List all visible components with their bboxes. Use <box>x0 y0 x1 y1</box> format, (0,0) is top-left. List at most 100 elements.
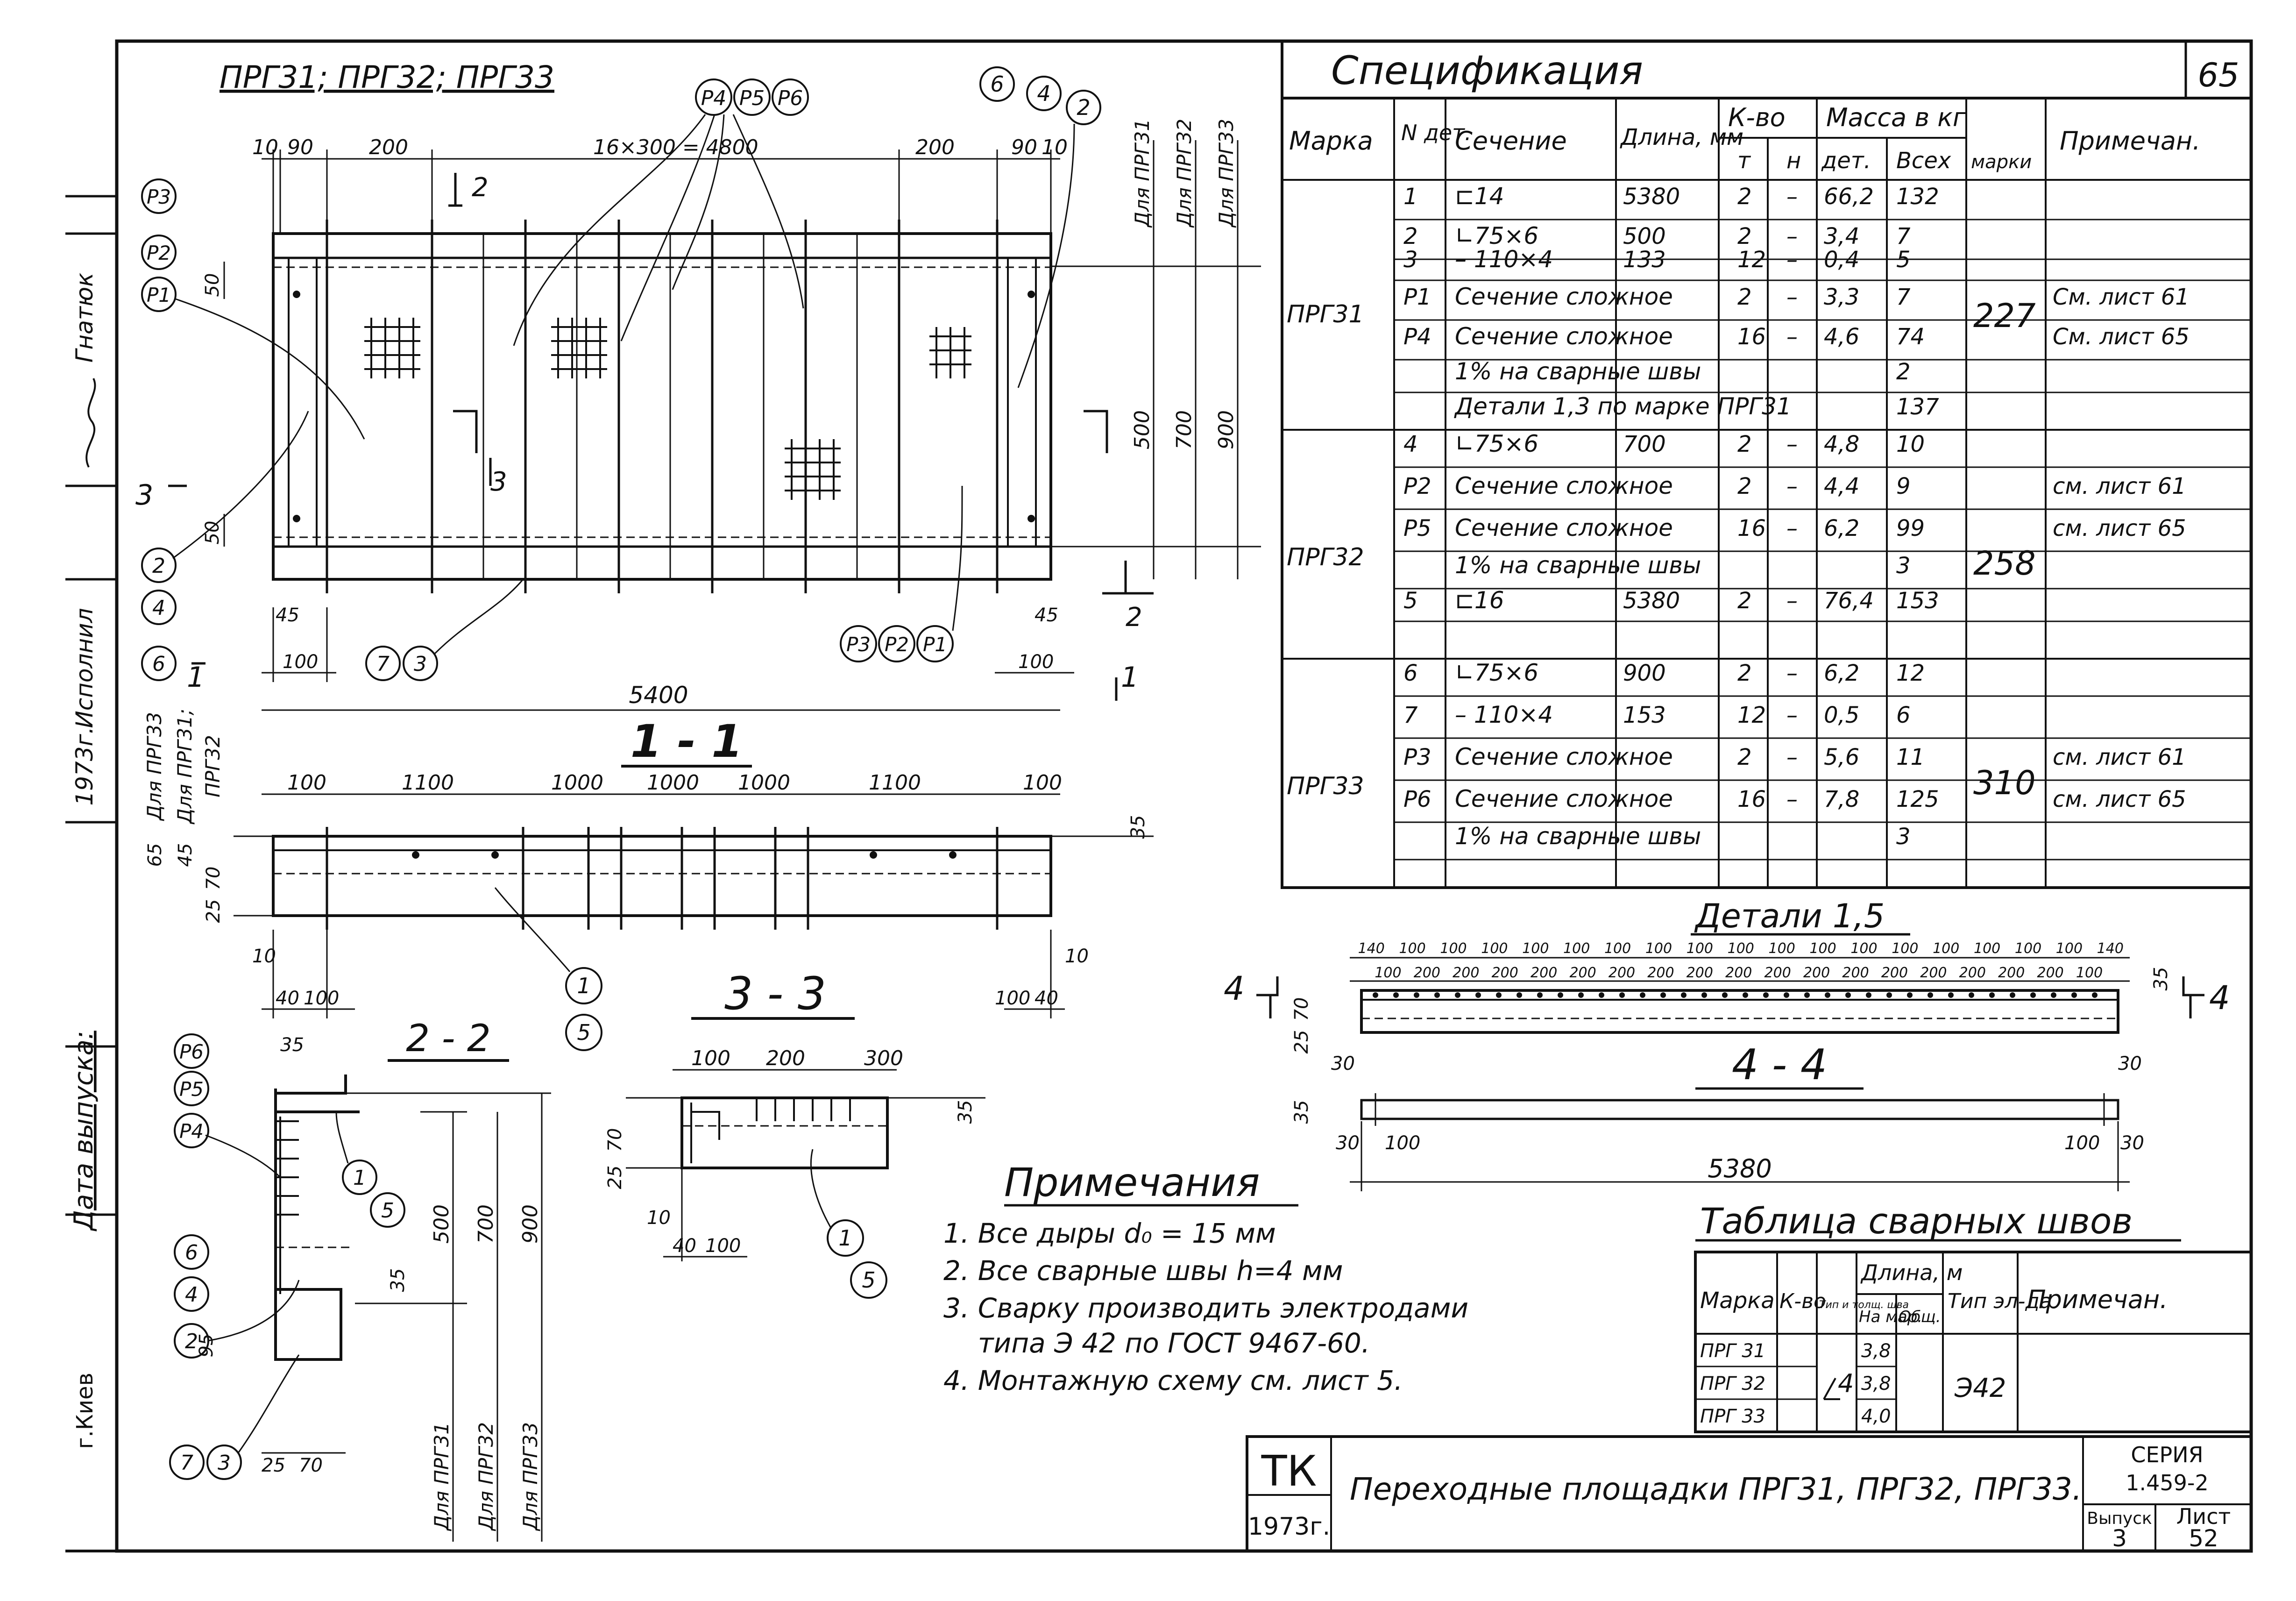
spec-cell-r8-c4: – <box>1786 473 1798 499</box>
spec-cell-r4-c8: См. лист 65 <box>2053 324 2190 350</box>
det-length: 5380 <box>1708 1154 1772 1183</box>
callout-7-plan: 7 <box>376 652 390 676</box>
section-11-title: 1 - 1 <box>631 715 743 768</box>
note-4: 4. Монтажную схему см. лист 5. <box>943 1365 1403 1396</box>
notes: Примечания 1. Все дыры d₀ = 15 мм 2. Все… <box>943 1160 1468 1396</box>
det-section-44: 4 - 4 <box>1732 1040 1827 1089</box>
section-22-title: 2 - 2 <box>406 1017 491 1060</box>
spec-cell-r15-c3: 16 <box>1737 786 1766 812</box>
city-label: г.Киев <box>72 1373 98 1449</box>
det-dim-top-3: 100 <box>1481 940 1508 957</box>
det-dim-top2-18: 100 <box>2076 965 2103 981</box>
s22-dim-95: 95 <box>196 1334 217 1358</box>
s11-dim-45: 45 <box>175 843 196 867</box>
spec-cell-r11-c6: 153 <box>1896 588 1939 614</box>
spec-cell-r15-c6: 125 <box>1896 786 1939 812</box>
spec-cell-r15-c8: см. лист 65 <box>2053 786 2186 812</box>
callout-p3-left: Р3 <box>147 185 171 208</box>
det-dim-top2-5: 200 <box>1569 965 1596 981</box>
det-hole-25 <box>1886 992 1892 998</box>
spec-cell-r3-c5: 3,3 <box>1824 284 1859 310</box>
spec-cell-r3-c8: См. лист 61 <box>2053 284 2190 310</box>
s33-dim-10: 10 <box>647 1207 671 1229</box>
det-dim-top-15: 100 <box>1974 940 2000 957</box>
s22-callout-p6: Р6 <box>179 1040 204 1063</box>
spec-h-kvo: К-во <box>1728 103 1786 132</box>
note-2: 2. Все сварные швы h=4 мм <box>943 1255 1343 1287</box>
s11-dim-7: 100 <box>1023 771 1062 795</box>
spec-cell-r1-c4: – <box>1786 223 1798 249</box>
plan-view: ПРГ31; ПРГ32; ПРГ33 <box>135 59 1261 711</box>
det-bottom-35: 35 <box>1291 1100 1312 1124</box>
callouts-top-right: 6 4 2 <box>979 66 1101 388</box>
det-hole-28 <box>1948 992 1954 998</box>
spec-cell-r2-c1: – 110×4 <box>1455 246 1553 273</box>
spec-cell-r4-c6: 74 <box>1896 324 1925 350</box>
det-dim-70: 70 <box>1291 997 1312 1021</box>
spec-h-prim: Примечан. <box>2060 126 2200 156</box>
det-dim-top2-3: 200 <box>1492 965 1518 981</box>
det-dim-top-10: 100 <box>1769 940 1795 957</box>
spec-cell-r7-c5: 4,8 <box>1824 431 1859 457</box>
det-hole-5 <box>1475 992 1481 998</box>
spec-cell-r4-c3: 16 <box>1737 324 1766 350</box>
weld-row-1-len: 3,8 <box>1861 1340 1891 1362</box>
s22-dim-35-bot: 35 <box>387 1268 409 1292</box>
det-hole-10 <box>1578 992 1584 998</box>
spec-cell-r13-c1: – 110×4 <box>1455 701 1553 728</box>
s33-dim-25: 25 <box>604 1166 626 1189</box>
spec-cell-r9-c6: 99 <box>1896 515 1925 541</box>
det-hole-4 <box>1455 992 1460 998</box>
s11-dim-10: 10 <box>252 946 276 967</box>
plan-dim-top-3: 200 <box>369 135 408 159</box>
det-dim-top-2: 100 <box>1440 940 1467 957</box>
spec-cell-r8-c5: 4,4 <box>1824 473 1859 499</box>
det-hole-2 <box>1414 992 1419 998</box>
weld-row-2-marka: ПРГ 32 <box>1700 1373 1765 1395</box>
s22-callout-2: 2 <box>185 1330 198 1353</box>
spec-cell-r15-c5: 7,8 <box>1824 786 1859 812</box>
spec-h-n2: н <box>1786 148 1801 174</box>
plan-dim-700: 700 <box>1172 410 1196 449</box>
weld-h-namar: На мар. <box>1859 1308 1922 1326</box>
tb-list: 52 <box>2189 1525 2218 1552</box>
spec-cell-r8-c6: 9 <box>1896 473 1911 499</box>
det-dim-top2-14: 200 <box>1920 965 1947 981</box>
weld-size: 4 <box>1838 1369 1854 1398</box>
det-hole-24 <box>1866 992 1871 998</box>
section-3-3: 3 - 3 100 200 300 25 70 10 40 100 35 1 5 <box>604 968 985 1299</box>
spec-cell-r1-c3: 2 <box>1737 223 1752 249</box>
tb-seria-label: СЕРИЯ <box>2131 1442 2203 1467</box>
det-hole-30 <box>1989 992 1995 998</box>
det-hole-7 <box>1516 992 1522 998</box>
spec-cell-r10-c1: 1% на сварные швы <box>1455 552 1701 579</box>
spec-mark-prg31: ПРГ31 <box>1287 300 1364 328</box>
ispolnil-label: Исполнил <box>71 608 98 728</box>
det-dim-top2-0: 100 <box>1375 965 1401 981</box>
spec-cell-r7-c6: 10 <box>1896 431 1925 457</box>
det-dim-top2-6: 200 <box>1609 965 1635 981</box>
callout-p6: Р6 <box>778 86 803 110</box>
spec-cell-r5-c6: 2 <box>1896 359 1911 385</box>
callouts-bottom: 7 3 Р3 Р2 Р1 <box>365 485 963 681</box>
plan-dim-50-bot: 50 <box>202 521 223 545</box>
spec-cell-r2-c3: 12 <box>1737 247 1766 273</box>
det-dim-top-18: 140 <box>2097 940 2124 957</box>
spec-cell-r12-c5: 6,2 <box>1824 660 1859 686</box>
spec-cell-r4-c4: – <box>1786 324 1798 350</box>
spec-cell-r7-c2: 700 <box>1623 431 1666 457</box>
s11-for-prg31: Для ПРГ31; <box>173 709 196 825</box>
tb-tk: ТК <box>1261 1447 1317 1496</box>
det-hole-23 <box>1845 992 1851 998</box>
spec-cell-r8-c8: см. лист 61 <box>2053 473 2186 499</box>
s11-dim-3: 1000 <box>551 771 603 795</box>
s22-dim-35: 35 <box>280 1034 304 1056</box>
plan-for-prg32: Для ПРГ32 <box>1173 119 1196 228</box>
plan-dim-top-7: 10 <box>1042 135 1068 159</box>
det-hole-9 <box>1558 992 1563 998</box>
spec-cell-r15-c0: Р6 <box>1403 786 1431 812</box>
spec-total-prg32: 258 <box>1973 544 2036 583</box>
spec-cell-r13-c3: 12 <box>1737 702 1766 728</box>
spec-cell-r3-c1: Сечение сложное <box>1455 283 1673 310</box>
